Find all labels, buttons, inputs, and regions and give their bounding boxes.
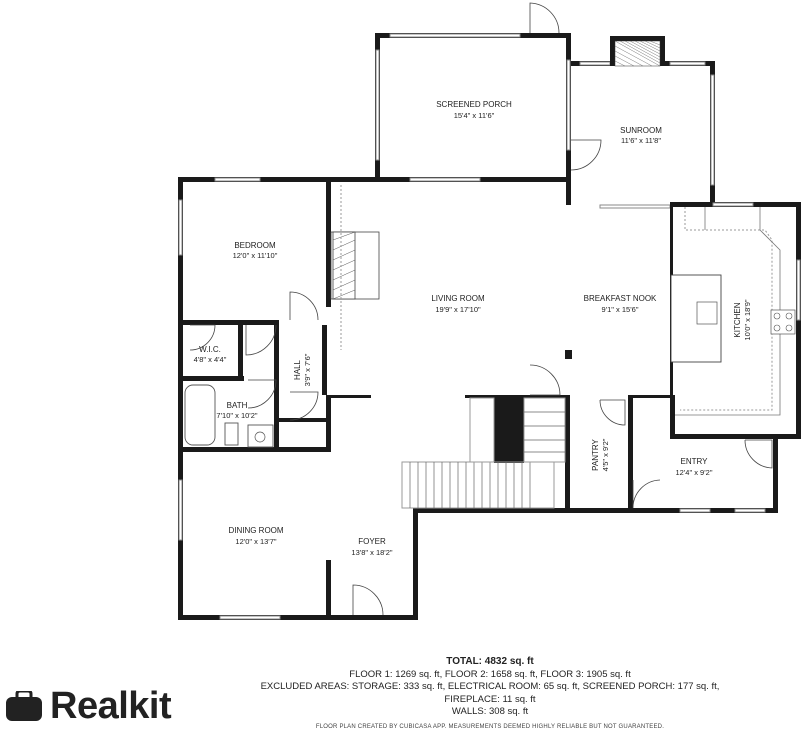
room-name-hall: HALL: [293, 359, 302, 380]
disclaimer: FLOOR PLAN CREATED BY CUBICASA APP. MEAS…: [315, 724, 665, 730]
fireplace-area: FIREPLACE: 11 sq. ft: [444, 693, 536, 705]
room-name-foyer: FOYER: [358, 537, 386, 546]
bath-fixtures: [184, 384, 274, 448]
room-labels: SCREENED PORCH 15'4" x 11'6" SUNROOM 11'…: [194, 100, 752, 557]
area-summary: TOTAL: 4832 sq. ft FLOOR 1: 1269 sq. ft,…: [200, 656, 780, 719]
room-name-screened-porch: SCREENED PORCH: [436, 100, 512, 109]
room-size-breakfast-nook: 9'1" x 15'6": [602, 305, 639, 314]
windows: [178, 177, 801, 620]
room-name-sunroom: SUNROOM: [620, 126, 662, 135]
room-name-bath: BATH: [227, 401, 248, 410]
walls-area: WALLS: 308 sq. ft: [451, 706, 529, 717]
room-name-dining-room: DINING ROOM: [228, 526, 283, 535]
doors: [189, 291, 773, 616]
room-size-hall: 3'9" x 7'6": [303, 353, 312, 386]
room-size-living-room: 19'9" x 17'10": [435, 305, 481, 314]
room-size-dining-room: 12'0" x 13'7": [235, 537, 276, 546]
room-name-wic: W.I.C.: [199, 345, 221, 354]
porch-door: [529, 2, 560, 34]
room-size-sunroom: 11'6" x 11'8": [621, 136, 661, 145]
realkit-logo: Realkit: [6, 684, 172, 727]
screened-porch-walls: [375, 33, 571, 180]
sunroom-walls: [566, 36, 715, 206]
room-size-wic: 4'8" x 4'4": [194, 355, 227, 364]
floor-areas: FLOOR 1: 1269 sq. ft, FLOOR 2: 1658 sq. …: [349, 668, 631, 680]
stairs: [401, 397, 566, 509]
room-size-kitchen: 10'0" x 18'9": [743, 299, 752, 340]
briefcase-icon: [6, 691, 42, 721]
total-area: TOTAL: 4832 sq. ft: [446, 656, 534, 667]
brand-name: Realkit: [50, 684, 172, 727]
room-size-bedroom: 12'0" x 11'10": [233, 251, 278, 260]
room-name-kitchen: KITCHEN: [733, 302, 742, 337]
room-name-bedroom: BEDROOM: [234, 241, 276, 250]
room-size-screened-porch: 15'4" x 11'6": [454, 111, 495, 120]
room-size-bath: 7'10" x 10'2": [216, 411, 257, 420]
excluded-areas: EXCLUDED AREAS: STORAGE: 333 sq. ft, ELE…: [260, 681, 720, 692]
room-name-entry: ENTRY: [681, 457, 709, 466]
room-name-breakfast-nook: BREAKFAST NOOK: [584, 294, 657, 303]
room-name-living-room: LIVING ROOM: [431, 294, 485, 303]
room-size-pantry: 4'5" x 9'2": [601, 438, 610, 471]
sunroom-door: [570, 139, 602, 171]
sunroom-opening: [599, 204, 671, 209]
room-size-entry: 12'4" x 9'2": [676, 468, 713, 477]
fireplace: [330, 185, 380, 350]
kitchen-fixtures: [670, 207, 796, 416]
room-name-pantry: PANTRY: [591, 438, 600, 470]
room-size-foyer: 13'8" x 18'2": [351, 548, 392, 557]
